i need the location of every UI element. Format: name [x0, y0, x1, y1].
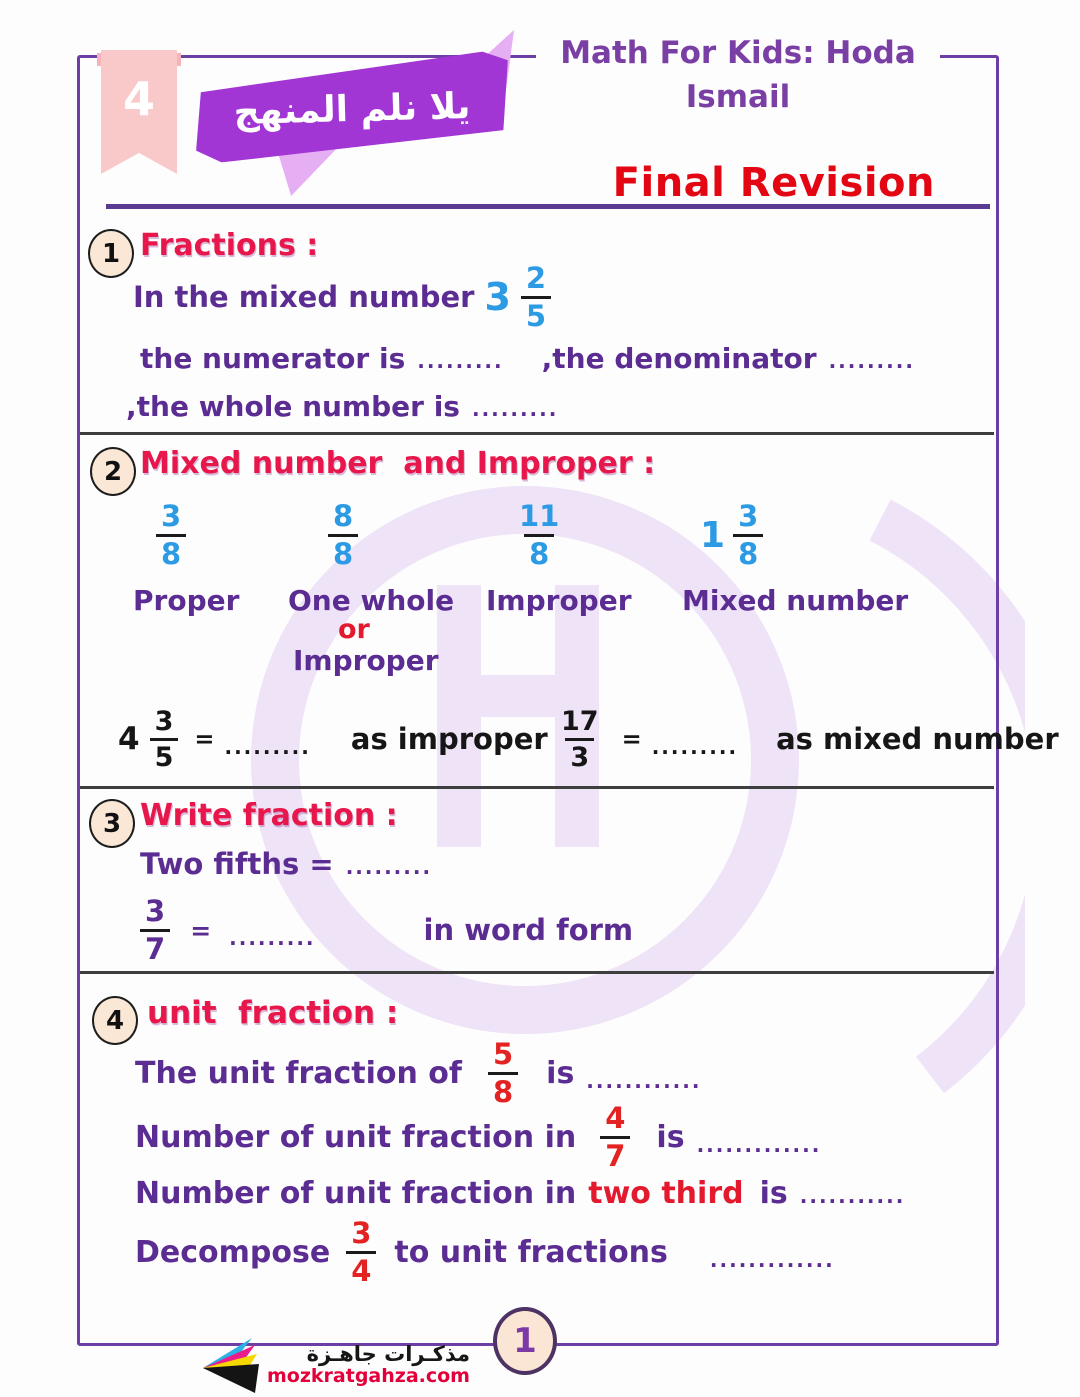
mixed-number-example: 1 3 8: [700, 502, 764, 569]
section3-badge: 3: [89, 799, 135, 848]
convert2-label: as mixed number: [776, 722, 1059, 756]
q4-to-unit: to unit fractions: [394, 1234, 668, 1270]
numerator-label: the numerator is: [140, 342, 406, 375]
label-one-whole: One whole: [288, 584, 455, 617]
whole-number-label: ,the whole number is: [126, 390, 460, 423]
two-fifths-answer-blank: .........: [345, 855, 433, 879]
section2-title: Mixed number and Improper :: [140, 446, 656, 481]
label-or-improper: Improper: [293, 644, 439, 677]
brand-title: Math For Kids: Hoda Ismail: [536, 31, 940, 115]
unit-fraction-q3: Number of unit fraction in two third is …: [135, 1176, 905, 1211]
fraction-2-5: 2 5: [520, 263, 552, 331]
fraction-3-8: 3 8: [156, 502, 187, 569]
convert1-answer-blank: .........: [224, 735, 311, 759]
word-form-equals: =: [190, 915, 212, 945]
publisher-name-arabic: مذكـرات جاهـزة: [306, 1342, 470, 1366]
q4-text: Decompose: [135, 1234, 331, 1270]
section3-number: 3: [102, 808, 122, 839]
section1-mixed-number-line: In the mixed number 3 2 5: [133, 258, 552, 336]
page-number: 1: [513, 1321, 537, 1361]
two-fifths-label: Two fifths =: [140, 847, 334, 881]
arabic-banner-text: يلا نلم المنهج: [233, 85, 471, 133]
q1-answer-blank: ............: [586, 1069, 702, 1093]
convert-to-mixed: 17 3 = ......... as mixed number: [556, 698, 1059, 780]
title-underline: [106, 204, 990, 209]
label-improper: Improper: [486, 584, 632, 617]
q3-text: Number of unit fraction in: [135, 1176, 577, 1211]
fraction-11-8: 11 8: [519, 499, 560, 571]
publisher-website: mozkratgahza.com: [267, 1365, 470, 1388]
fraction-3-4: 3 4: [346, 1218, 377, 1286]
fraction-17-3: 17 3: [561, 705, 599, 773]
section2-badge: 2: [90, 447, 136, 496]
section1-whole-line: ,the whole number is .........: [126, 390, 558, 423]
whole-answer-blank: .........: [471, 397, 559, 421]
convert1-equals: =: [194, 725, 215, 753]
denominator-label: ,the denominator: [541, 342, 817, 375]
word-form-label: in word form: [423, 913, 634, 947]
unit-fraction-q2: Number of unit fraction in 4 7 is ......…: [135, 1100, 821, 1174]
publisher-logo: مذكـرات جاهـزة mozkratgahza.com: [197, 1336, 470, 1394]
convert1-whole: 4: [118, 721, 140, 757]
label-mixed-number: Mixed number: [682, 584, 909, 617]
section3-title: Write fraction :: [140, 798, 398, 833]
mixed-number-intro: In the mixed number: [133, 280, 475, 314]
mixed-whole: 3: [484, 275, 511, 319]
convert1-label: as improper: [350, 722, 548, 756]
label-proper: Proper: [133, 584, 240, 617]
section1-title: Fractions :: [140, 228, 319, 263]
numerator-answer-blank: .........: [417, 349, 504, 373]
section4-title: unit fraction :: [147, 995, 399, 1031]
label-or: or: [338, 614, 370, 645]
lesson-number: 4: [122, 72, 155, 126]
section4-number: 4: [105, 1005, 125, 1036]
divider-2: [80, 786, 994, 789]
unit-fraction-q4: Decompose 3 4 to unit fractions ........…: [135, 1212, 835, 1292]
q2-is: is: [656, 1119, 685, 1155]
section4-badge: 4: [92, 996, 138, 1045]
fraction-8-8: 8 8: [328, 502, 359, 569]
fraction-3-7: 3 7: [140, 896, 171, 964]
word-form-line: 3 7 = ......... in word form: [140, 890, 633, 970]
page-number-circle: 1: [493, 1307, 557, 1375]
watermark-logo: [251, 486, 1025, 1094]
two-fifths-line: Two fifths = .........: [140, 847, 432, 881]
divider-3: [80, 971, 994, 974]
fraction-5-8: 5 8: [487, 1039, 519, 1107]
publisher-logo-text: مذكـرات جاهـزة mozkratgahza.com: [267, 1342, 470, 1388]
publisher-logo-icon: [203, 1338, 259, 1393]
q2-answer-blank: .............: [696, 1133, 822, 1157]
section1-number: 1: [101, 238, 121, 269]
fraction-4-7: 4 7: [600, 1103, 631, 1171]
q2-text: Number of unit fraction in: [135, 1119, 577, 1155]
q4-answer-blank: .............: [709, 1248, 835, 1272]
unit-fraction-q1: The unit fraction of 5 8 is ............: [135, 1036, 701, 1110]
q1-is: is: [546, 1055, 575, 1091]
convert2-equals: =: [621, 725, 642, 753]
convert2-answer-blank: .........: [651, 735, 739, 759]
divider-1: [80, 432, 994, 435]
page-title: Final Revision: [612, 160, 935, 206]
fraction-1-3-8: 3 8: [733, 502, 764, 569]
section1-numerator-line: the numerator is ......... ,the denomina…: [140, 342, 915, 375]
word-form-answer-blank: .........: [229, 926, 316, 950]
section2-number: 2: [103, 456, 123, 487]
convert-to-improper: 4 3 5 = ......... as improper: [118, 698, 548, 780]
q3-two-third: two third: [588, 1176, 744, 1211]
section1-badge: 1: [88, 229, 134, 278]
mixed-example-whole: 1: [700, 515, 726, 556]
denominator-answer-blank: .........: [828, 349, 915, 373]
q3-is: is: [759, 1176, 788, 1211]
q3-answer-blank: ...........: [799, 1184, 906, 1208]
q1-text: The unit fraction of: [135, 1055, 462, 1091]
fraction-4-3-5: 3 5: [149, 708, 179, 771]
